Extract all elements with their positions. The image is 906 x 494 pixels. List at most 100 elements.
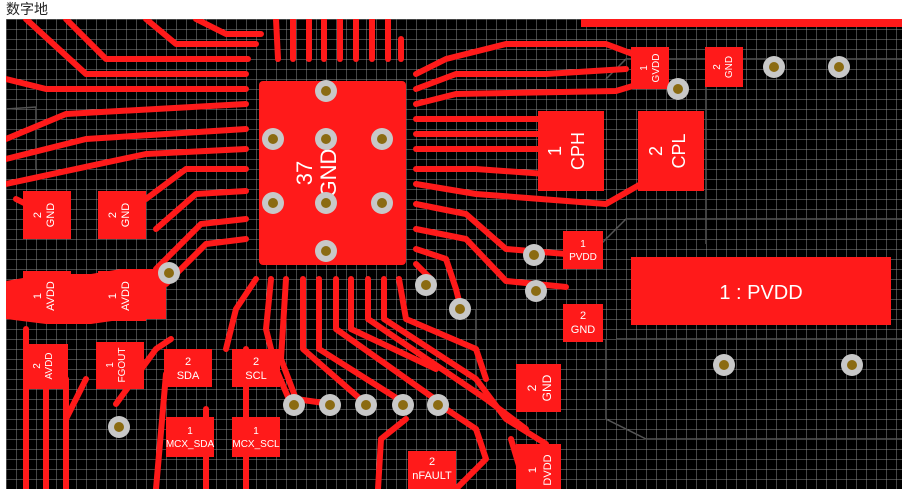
- window-title: 数字地: [6, 1, 48, 17]
- pad-label: AVDD: [44, 352, 55, 379]
- pad-label: 2: [32, 363, 43, 369]
- pad-copper[interactable]: [164, 349, 212, 387]
- pcb-canvas[interactable]: 37 GND 1 GVDD 2 GND 1 CPH 2 CPL 2 GND 2 …: [6, 19, 902, 489]
- pad-gnd-left-1[interactable]: 2 GND: [23, 191, 71, 239]
- pad-gnd-mid[interactable]: 2 GND: [563, 304, 603, 342]
- pad-copper[interactable]: [96, 342, 144, 389]
- pad-gnd-left-2[interactable]: 2 GND: [98, 191, 146, 239]
- pad-label: 1: [527, 467, 539, 473]
- pad-copper[interactable]: [516, 364, 561, 412]
- pad-copper[interactable]: [631, 257, 891, 325]
- via-hole: [321, 86, 331, 96]
- pad-label: GVDD: [651, 54, 662, 83]
- pad-copper[interactable]: [98, 271, 146, 321]
- pad-avdd-left-3[interactable]: 2 AVDD: [23, 344, 68, 389]
- pad-label: 2: [32, 212, 44, 218]
- pad-copper[interactable]: [98, 191, 146, 239]
- pad-copper[interactable]: [705, 47, 743, 87]
- pad-label: 2: [646, 146, 666, 156]
- pad-copper[interactable]: [516, 444, 561, 489]
- pad-copper[interactable]: [232, 349, 280, 387]
- via-hole: [325, 400, 335, 410]
- pad-gnd-low[interactable]: 2 GND: [516, 364, 561, 412]
- pad-dvdd[interactable]: 1 DVDD: [516, 444, 561, 489]
- pad-gnd-top[interactable]: 2 GND: [705, 47, 743, 87]
- pad-copper[interactable]: [23, 344, 68, 389]
- ic-pin-number: 37: [292, 161, 317, 185]
- pad-label: PVDD: [569, 252, 597, 263]
- pad-label: 1: [639, 65, 650, 71]
- pad-label: GND: [571, 324, 596, 336]
- pad-label: 1: [32, 293, 44, 299]
- via-hole: [769, 62, 779, 72]
- pad-label: GND: [724, 56, 735, 78]
- pad-cpl[interactable]: 2 CPL: [638, 111, 704, 191]
- pad-copper[interactable]: [631, 47, 669, 89]
- vias: [108, 56, 863, 438]
- pad-label: nFAULT: [412, 470, 452, 482]
- pad-copper[interactable]: [563, 304, 603, 342]
- via-hole: [531, 286, 541, 296]
- pad-copper[interactable]: [638, 111, 704, 191]
- pad-nfault[interactable]: 2 nFAULT: [408, 451, 456, 489]
- pad-label: DVDD: [542, 454, 554, 485]
- pad-label: 2: [580, 310, 586, 322]
- pad-label: 1: [105, 362, 116, 368]
- pad-label: 2: [525, 384, 539, 391]
- pad-label: 2: [712, 64, 723, 70]
- pad-label: 1: [545, 146, 565, 156]
- pad-avdd-left-2[interactable]: 1 AVDD: [98, 271, 146, 321]
- ic-net-name: GND: [316, 149, 341, 198]
- pad-sda[interactable]: 2 SDA: [164, 349, 212, 387]
- pad-label: SDA: [177, 370, 200, 382]
- via-hole: [834, 62, 844, 72]
- pad-label: AVDD: [45, 281, 57, 311]
- via-hole: [361, 400, 371, 410]
- pad-label: CPL: [669, 133, 689, 168]
- pad-copper[interactable]: [408, 451, 456, 489]
- pad-label: MCX_SCL: [232, 439, 280, 450]
- via-hole: [398, 400, 408, 410]
- ic-exposed-pad[interactable]: [259, 81, 406, 265]
- top-copper-bar: [581, 19, 902, 27]
- via-hole: [268, 134, 278, 144]
- pad-label: GND: [45, 203, 57, 228]
- pad-label: 2: [253, 356, 259, 368]
- pad-label: FGOUT: [117, 348, 128, 383]
- via-hole: [164, 268, 174, 278]
- pad-label: SCL: [245, 370, 266, 382]
- pad-label: MCX_SDA: [166, 439, 215, 450]
- pad-label: GND: [120, 203, 132, 228]
- via-hole: [377, 134, 387, 144]
- pad-mcx-sda[interactable]: 1 MCX_SDA: [166, 417, 215, 457]
- pad-label: 1: [253, 426, 259, 437]
- pad-label: AVDD: [120, 281, 132, 311]
- pad-label: 1: [187, 426, 193, 437]
- pad-copper[interactable]: [166, 417, 214, 457]
- pad-label: 2: [185, 356, 191, 368]
- via-hole: [433, 400, 443, 410]
- pad-scl[interactable]: 2 SCL: [232, 349, 280, 387]
- pad-cph[interactable]: 1 CPH: [538, 111, 604, 191]
- via-hole: [529, 250, 539, 260]
- pad-copper[interactable]: [232, 417, 280, 457]
- pad-copper[interactable]: [563, 231, 603, 269]
- via-hole: [847, 360, 857, 370]
- pad-copper[interactable]: [538, 111, 604, 191]
- pad-avdd-left-1[interactable]: 1 AVDD: [23, 271, 71, 321]
- via-hole: [289, 400, 299, 410]
- via-hole: [321, 246, 331, 256]
- pad-pvdd-small[interactable]: 1 PVDD: [563, 231, 603, 269]
- via-hole: [673, 84, 683, 94]
- pad-copper[interactable]: [23, 271, 71, 321]
- pad-gvdd[interactable]: 1 GVDD: [631, 47, 669, 89]
- pad-copper[interactable]: [23, 191, 71, 239]
- pad-label: 1 : PVDD: [719, 282, 802, 304]
- pad-label: GND: [540, 374, 554, 401]
- pad-label: 2: [107, 212, 119, 218]
- pad-pvdd-large[interactable]: 1 : PVDD: [631, 257, 891, 325]
- via-hole: [455, 304, 465, 314]
- pad-label: 1: [580, 239, 586, 250]
- pad-fgout[interactable]: 1 FGOUT: [96, 342, 144, 389]
- pad-mcx-scl[interactable]: 1 MCX_SCL: [232, 417, 280, 457]
